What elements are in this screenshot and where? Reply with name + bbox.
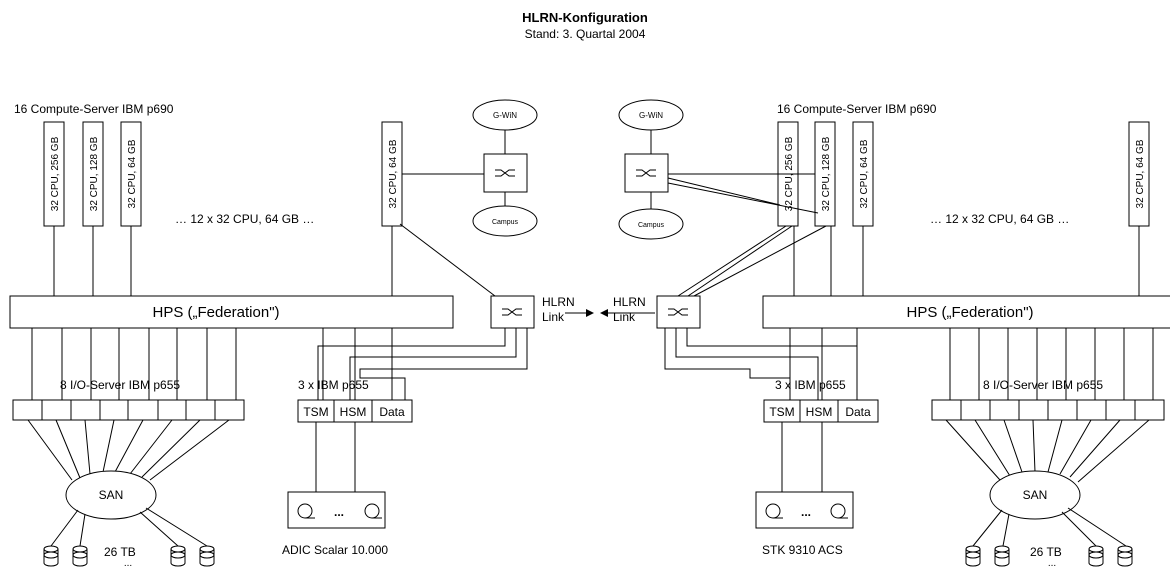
right-data-box [837, 399, 879, 423]
right-gwin-label: G-WiN [639, 111, 663, 120]
left-server-1-label: 32 CPU, 256 GB [50, 136, 61, 211]
left-hps-label: HPS („Federation") [152, 304, 279, 321]
left-san [65, 470, 157, 520]
right-tape-library [755, 491, 854, 529]
left-tape-library [287, 491, 386, 529]
right-disk-2 [994, 545, 1010, 567]
left-compute-label: 16 Compute-Server IBM p690 [14, 102, 174, 116]
right-data-label: Data [845, 405, 871, 419]
right-campus-label: Campus [638, 222, 665, 229]
right-hps-label: HPS („Federation") [906, 304, 1033, 321]
left-san-label: SAN [99, 488, 124, 502]
left-io-label: 8 I/O-Server IBM p655 [60, 378, 180, 392]
left-data-box [371, 399, 413, 423]
left-more-servers: … 12 x 32 CPU, 64 GB … [175, 212, 314, 226]
left-hsm-label: HSM [340, 405, 367, 419]
left-campus-label: Campus [492, 219, 519, 226]
right-disk-1 [965, 545, 981, 567]
left-library-label: ADIC Scalar 10.000 [282, 543, 388, 557]
right-io-label: 8 I/O-Server IBM p655 [983, 378, 1103, 392]
left-server-far-label: 32 CPU, 64 GB [388, 139, 399, 208]
right-san-label: SAN [1023, 488, 1048, 502]
left-p655-label: 3 x IBM p655 [298, 378, 369, 392]
left-gwin-label: G-WiN [493, 111, 517, 120]
right-library-label: STK 9310 ACS [762, 543, 843, 557]
right-tape-dots: ... [801, 505, 811, 519]
left-disk-2 [72, 545, 88, 567]
right-hps-switch [762, 295, 1170, 329]
right-storage-label: 26 TB [1030, 545, 1062, 559]
right-server-2-label: 32 CPU, 128 GB [821, 136, 832, 211]
right-disk-3 [1088, 545, 1104, 567]
right-link-label-a: HLRN [613, 295, 646, 309]
left-disk-4 [199, 545, 215, 567]
left-server-2-label: 32 CPU, 128 GB [89, 136, 100, 211]
left-tape-dots: ... [334, 505, 344, 519]
left-storage-label: 26 TB [104, 545, 136, 559]
left-link-label-b: Link [542, 310, 565, 324]
diagram-subtitle: Stand: 3. Quartal 2004 [525, 27, 646, 41]
left-data-label: Data [379, 405, 405, 419]
left-link-label-a: HLRN [542, 295, 575, 309]
right-san [989, 470, 1081, 520]
left-storage-dots: ... [124, 558, 132, 569]
right-site: 16 Compute-Server IBM p690 32 CPU, 256 G… [600, 99, 1170, 569]
right-storage-dots: ... [1048, 558, 1056, 569]
left-tsm-label: TSM [303, 405, 328, 419]
right-server-far-label: 32 CPU, 64 GB [1135, 139, 1146, 208]
right-link-label-b: Link [613, 310, 636, 324]
right-compute-label: 16 Compute-Server IBM p690 [777, 102, 937, 116]
left-server-3-label: 32 CPU, 64 GB [127, 139, 138, 208]
diagram-title: HLRN-Konfiguration [522, 10, 648, 25]
left-disk-3 [170, 545, 186, 567]
left-hps-switch [9, 295, 454, 329]
right-hsm-label: HSM [806, 405, 833, 419]
right-more-servers: … 12 x 32 CPU, 64 GB … [930, 212, 1069, 226]
right-tsm-label: TSM [769, 405, 794, 419]
left-site: 16 Compute-Server IBM p690 32 CPU, 256 G… [9, 99, 594, 569]
right-disk-4 [1117, 545, 1133, 567]
left-disk-1 [43, 545, 59, 567]
right-p655-label: 3 x IBM p655 [775, 378, 846, 392]
right-server-3-label: 32 CPU, 64 GB [859, 139, 870, 208]
